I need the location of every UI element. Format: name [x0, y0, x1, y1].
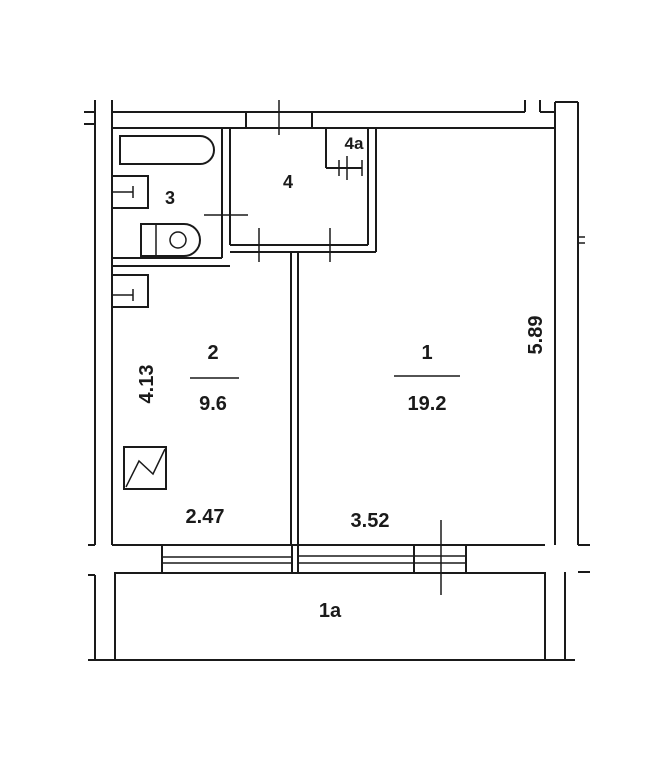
sink-icon — [111, 274, 149, 308]
room-2-area: 9.6 — [199, 393, 227, 415]
room-1-number: 1 — [421, 342, 432, 364]
bathroom: 3 — [111, 128, 248, 267]
room-1: 1 19.2 5.89 3.52 — [297, 252, 547, 545]
stove-icon — [123, 446, 167, 490]
toilet-icon — [140, 223, 201, 257]
bathtub-icon — [119, 135, 215, 165]
room-label-1a: 1a — [319, 600, 342, 622]
outer-walls — [84, 100, 585, 546]
room-label-3: 3 — [165, 188, 175, 208]
room-2-depth: 4.13 — [136, 365, 158, 404]
room-1-width: 3.52 — [351, 510, 390, 532]
room-label-4: 4 — [283, 172, 293, 192]
room-2-width: 2.47 — [186, 506, 225, 528]
room-label-4a: 4a — [345, 134, 364, 153]
windows — [88, 520, 590, 595]
hallway: 4 4a — [229, 100, 377, 262]
balcony: 1a — [88, 572, 575, 661]
room-1-area: 19.2 — [408, 393, 447, 415]
room-2-number: 2 — [207, 342, 218, 364]
room-2: 2 9.6 4.13 2.47 — [111, 252, 292, 545]
room-1-depth: 5.89 — [525, 316, 547, 355]
